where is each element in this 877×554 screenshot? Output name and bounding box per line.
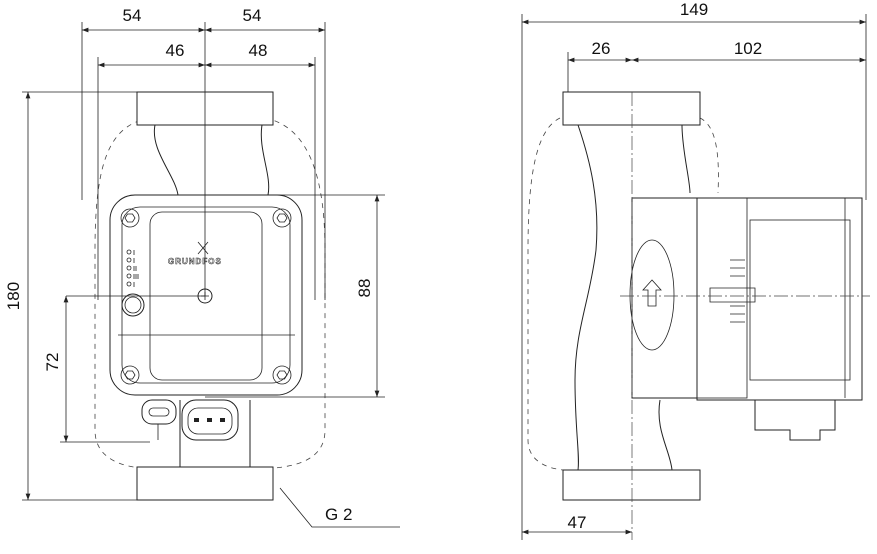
dim-46: 46: [166, 41, 185, 60]
dim-149: 149: [680, 0, 708, 19]
side-view: 149 26 102 47: [521, 0, 870, 540]
dim-102: 102: [734, 39, 762, 58]
flow-arrow-icon: [642, 279, 662, 307]
screw-icon: [120, 365, 140, 385]
dim-180: 180: [4, 282, 23, 310]
connector-side: [754, 399, 836, 441]
thread-label: G 2: [325, 505, 352, 524]
dim-54-left: 54: [123, 6, 142, 25]
front-view: GRUNDFOS 54 54: [4, 6, 400, 528]
screw-icon: [272, 365, 292, 385]
dim-72: 72: [43, 353, 62, 372]
pump-housing-side: [631, 197, 698, 399]
insulation-outline: [94, 117, 326, 469]
mode-indicator-leds: [126, 249, 139, 287]
dim-48: 48: [249, 41, 268, 60]
dim-54-right: 54: [243, 6, 262, 25]
screw-icon: [272, 208, 292, 228]
grundfos-logo: GRUNDFOS: [168, 241, 222, 266]
bottom-flange: [136, 466, 274, 501]
power-connector: [181, 399, 239, 441]
dim-47: 47: [568, 513, 587, 532]
motor-side: [696, 197, 863, 401]
svg-text:GRUNDFOS: GRUNDFOS: [168, 257, 222, 266]
screw-icon: [120, 208, 140, 228]
control-head: [109, 194, 303, 396]
dim-88: 88: [355, 279, 374, 298]
top-flange-side: [562, 91, 701, 126]
bottom-flange-side: [562, 469, 701, 501]
dim-26: 26: [592, 39, 611, 58]
mode-button-icon: [121, 293, 145, 317]
signal-connector: [141, 399, 177, 440]
